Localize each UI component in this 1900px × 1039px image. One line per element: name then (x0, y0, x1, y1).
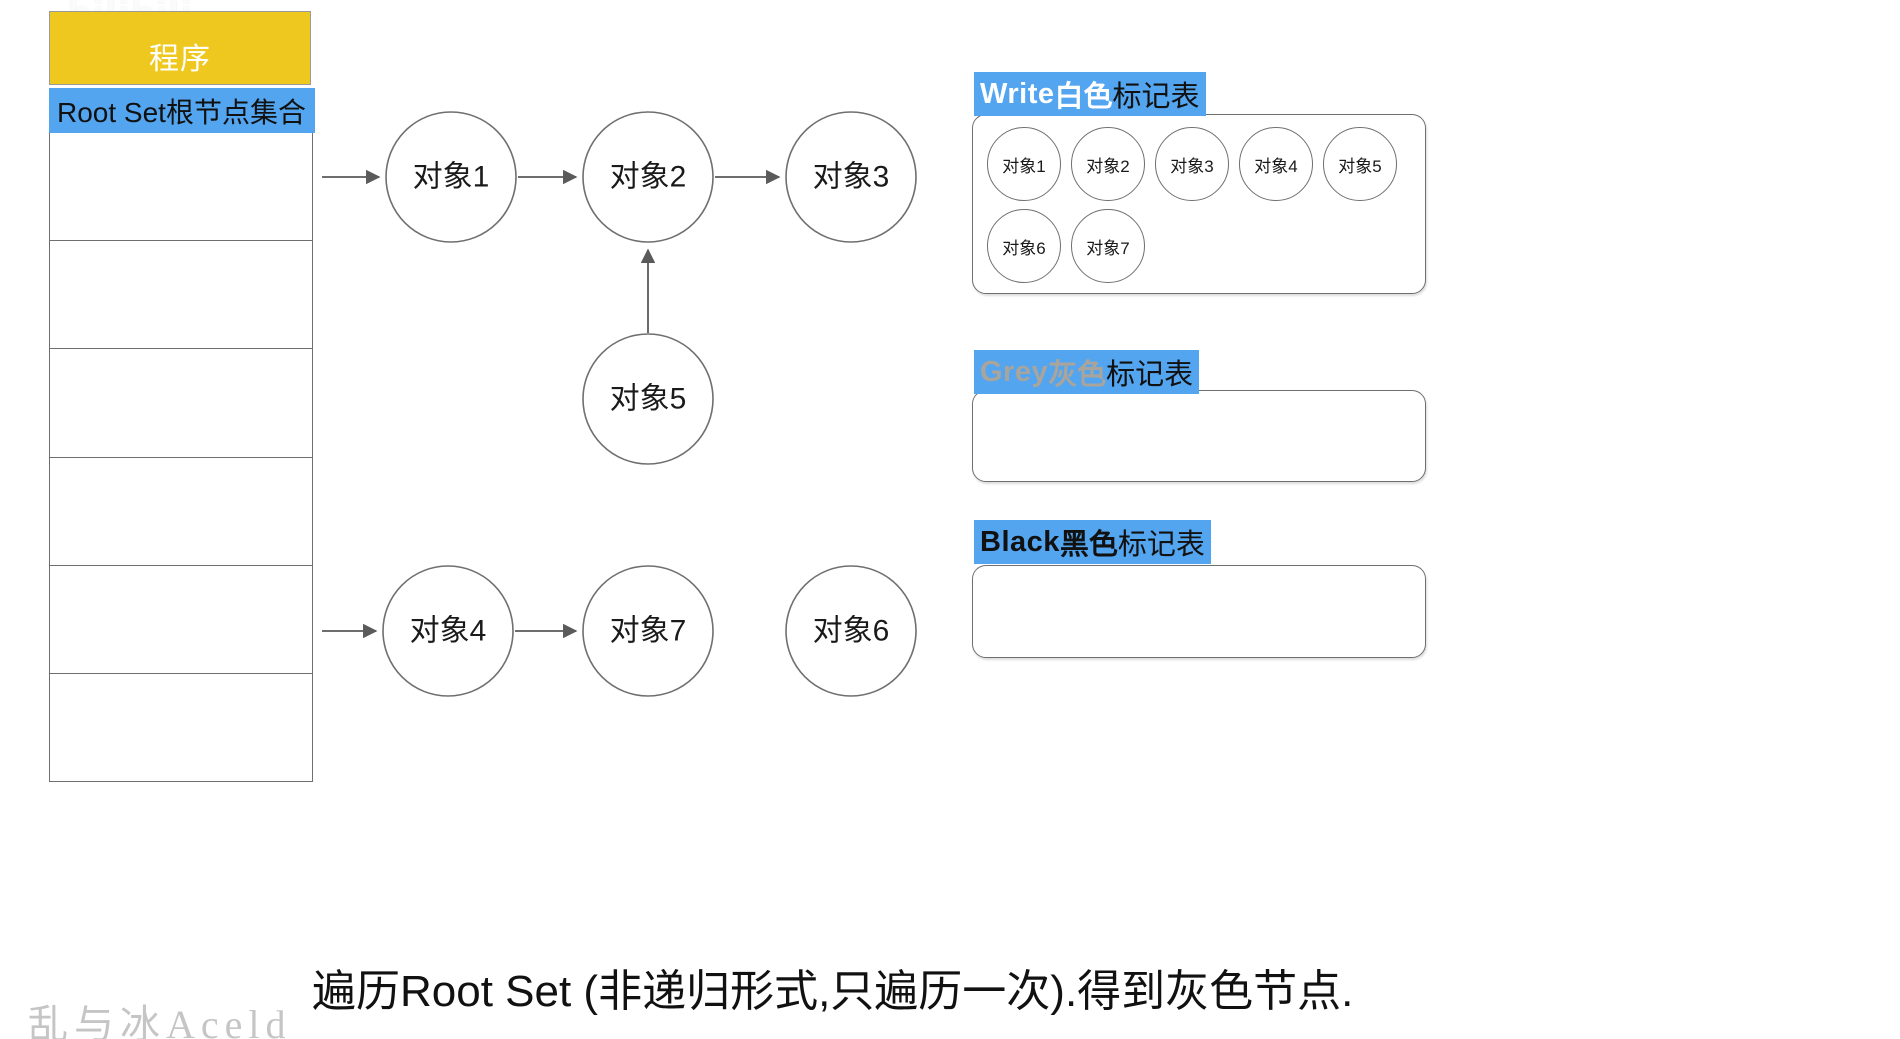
node-circle (385, 111, 517, 243)
root-set-table (49, 88, 313, 782)
black-mark-body (972, 565, 1426, 658)
program-label: 程序 (149, 43, 211, 76)
white-mark-keyword: Write (980, 77, 1055, 110)
root-set-header-label: Root Set根节点集合 (57, 96, 306, 128)
root-set-row (50, 674, 312, 781)
graph-node-obj6[interactable]: 对象6 (785, 565, 917, 697)
node-label: 对象2 (610, 161, 687, 194)
mark-chip[interactable]: 对象3 (1155, 127, 1229, 201)
author-watermark: 乱与冰Aceld (28, 1002, 292, 1039)
mark-chip[interactable]: 对象4 (1239, 127, 1313, 201)
graph-node-obj4[interactable]: 对象4 (382, 565, 514, 697)
white-mark-table: 对象1 对象2 对象3 对象4 对象5 对象6 对象7 Write 白色 标记表 (972, 72, 1426, 294)
root-set-rows (50, 133, 312, 781)
root-set-header: Root Set根节点集合 (49, 88, 315, 133)
black-mark-table: Black 黑色 标记表 (972, 520, 1426, 658)
graph-node-obj5[interactable]: 对象5 (582, 333, 714, 465)
root-set-row (50, 241, 312, 350)
mark-chip[interactable]: 对象5 (1323, 127, 1397, 201)
grey-mark-table: Grey 灰色 标记表 (972, 350, 1426, 482)
graph-edges (322, 169, 781, 639)
grey-mark-header: Grey 灰色 标记表 (974, 350, 1200, 394)
grey-mark-color-name: 灰色 (1048, 359, 1107, 391)
mark-chip[interactable]: 对象6 (987, 209, 1061, 283)
node-circle (785, 111, 917, 243)
root-set-row (50, 349, 312, 458)
white-mark-body: 对象1 对象2 对象3 对象4 对象5 对象6 对象7 (972, 114, 1426, 294)
black-mark-tail-label: 标记表 (1117, 529, 1205, 561)
white-mark-color-name: 白色 (1054, 81, 1113, 113)
white-mark-chip-grid: 对象1 对象2 对象3 对象4 对象5 对象6 对象7 (987, 127, 1411, 283)
graph-node-obj1[interactable]: 对象1 (385, 111, 517, 243)
black-mark-color-name: 黑色 (1059, 529, 1118, 561)
graph-node-obj7[interactable]: 对象7 (582, 565, 714, 697)
caption: 遍历Root Set (非递归形式,只遍历一次).得到灰色节点. (312, 967, 1354, 1016)
grey-mark-tail-label: 标记表 (1106, 359, 1194, 391)
black-mark-header: Black 黑色 标记表 (974, 520, 1211, 564)
grey-mark-keyword: Grey (980, 355, 1049, 388)
graph-node-obj3[interactable]: 对象3 (785, 111, 917, 243)
white-mark-tail-label: 标记表 (1112, 81, 1200, 113)
node-circle (785, 565, 917, 697)
mark-chip[interactable]: 对象1 (987, 127, 1061, 201)
node-label: 对象4 (410, 615, 487, 648)
node-circle (582, 111, 714, 243)
mark-chip[interactable]: 对象2 (1071, 127, 1145, 201)
root-set-row (50, 458, 312, 566)
node-label: 对象3 (813, 161, 890, 194)
graph-node-obj2[interactable]: 对象2 (582, 111, 714, 243)
program-box: 程序 (49, 11, 311, 85)
grey-mark-body (972, 390, 1426, 482)
node-circle (382, 565, 514, 697)
node-label: 对象5 (610, 383, 687, 416)
root-set-row (50, 566, 312, 674)
node-circle (582, 333, 714, 465)
black-mark-keyword: Black (980, 525, 1060, 558)
node-label: 对象6 (813, 615, 890, 648)
white-mark-header: Write 白色 标记表 (974, 72, 1206, 116)
mark-chip[interactable]: 对象7 (1071, 209, 1145, 283)
root-set-row (50, 133, 312, 242)
node-label: 对象1 (413, 161, 490, 194)
node-circle (582, 565, 714, 697)
grey-mark-chip-grid (987, 403, 1411, 469)
black-mark-chip-grid (987, 578, 1411, 645)
node-label: 对象7 (610, 615, 687, 648)
graph-nodes: 对象1 对象2 对象3 对象5 对象4 对象7 (382, 111, 917, 697)
